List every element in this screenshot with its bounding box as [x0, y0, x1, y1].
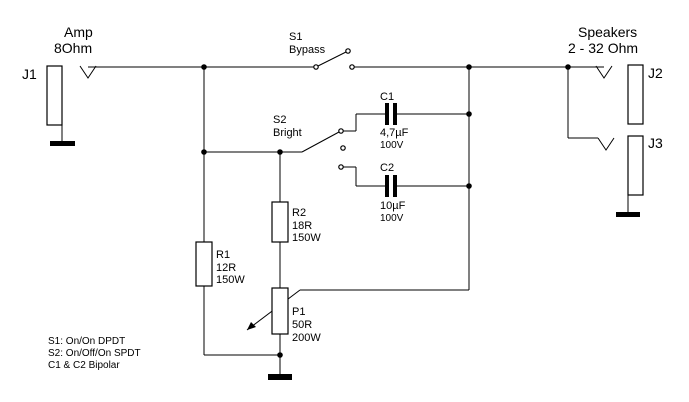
- ground-symbol-j2-j3: [616, 212, 640, 217]
- jack-tip-j2: [595, 65, 613, 79]
- note-line: S1: On/On DPDT: [48, 336, 125, 347]
- speakers-range: 2 - 32 Ohm: [568, 40, 638, 56]
- s1-name: Bypass: [289, 44, 326, 56]
- speakers-title: Speakers: [578, 24, 637, 40]
- c1-ref: C1: [380, 91, 394, 103]
- switch-s2: S2 Bright: [273, 114, 346, 170]
- ground-symbol-main: [268, 374, 292, 380]
- amp-title: Amp: [64, 24, 93, 40]
- wiper-arrow-icon: [247, 322, 256, 330]
- p1-value: 50R: [292, 319, 312, 331]
- r2-value: 18R: [292, 220, 312, 232]
- note-line: C1 & C2 Bipolar: [48, 360, 120, 371]
- capacitor-c2: C2 10µF 100V: [380, 162, 406, 224]
- j1-label: J1: [22, 66, 37, 82]
- c2-value: 10µF: [380, 200, 406, 212]
- ground-symbol-j1: [50, 141, 75, 146]
- r1-value: 12R: [216, 262, 236, 274]
- j2-label: J2: [648, 65, 663, 81]
- c1-value: 4,7µF: [380, 127, 409, 139]
- jack-tip-j3: [597, 137, 615, 151]
- p1-power: 200W: [292, 332, 321, 344]
- jack-j3: J3: [597, 135, 663, 196]
- s2-name: Bright: [273, 127, 302, 139]
- p1-ref: P1: [292, 306, 305, 318]
- capacitor-c1: C1 4,7µF 100V: [380, 91, 409, 151]
- s2-ref: S2: [273, 114, 286, 126]
- jack-j2: J2: [595, 64, 663, 125]
- c2-voltage: 100V: [380, 213, 404, 224]
- r1-power: 150W: [216, 274, 245, 286]
- s2-lever: [301, 131, 340, 153]
- notes: S1: On/On DPDT S2: On/Off/On SPDT C1 & C…: [48, 336, 141, 371]
- junction-dots: [201, 64, 571, 358]
- switch-s1: S1 Bypass: [289, 31, 355, 70]
- amp-impedance: 8Ohm: [54, 40, 92, 56]
- resistor-r2: R2 18R 150W: [271, 201, 321, 244]
- c2-ref: C2: [380, 162, 394, 174]
- jack-tip-j1: [79, 65, 97, 79]
- wires: [61, 66, 629, 374]
- r2-ref: R2: [292, 207, 306, 219]
- c1-voltage: 100V: [380, 140, 404, 151]
- s1-ref: S1: [289, 31, 302, 43]
- r2-power: 150W: [292, 232, 321, 244]
- note-line: S2: On/Off/On SPDT: [48, 348, 141, 359]
- r1-ref: R1: [216, 249, 230, 261]
- j3-label: J3: [648, 135, 663, 151]
- resistor-r1: R1 12R 150W: [195, 241, 245, 287]
- jack-j1: J1: [22, 65, 97, 146]
- potentiometer-p1: P1 50R 200W: [247, 287, 321, 344]
- s1-lever: [317, 51, 347, 67]
